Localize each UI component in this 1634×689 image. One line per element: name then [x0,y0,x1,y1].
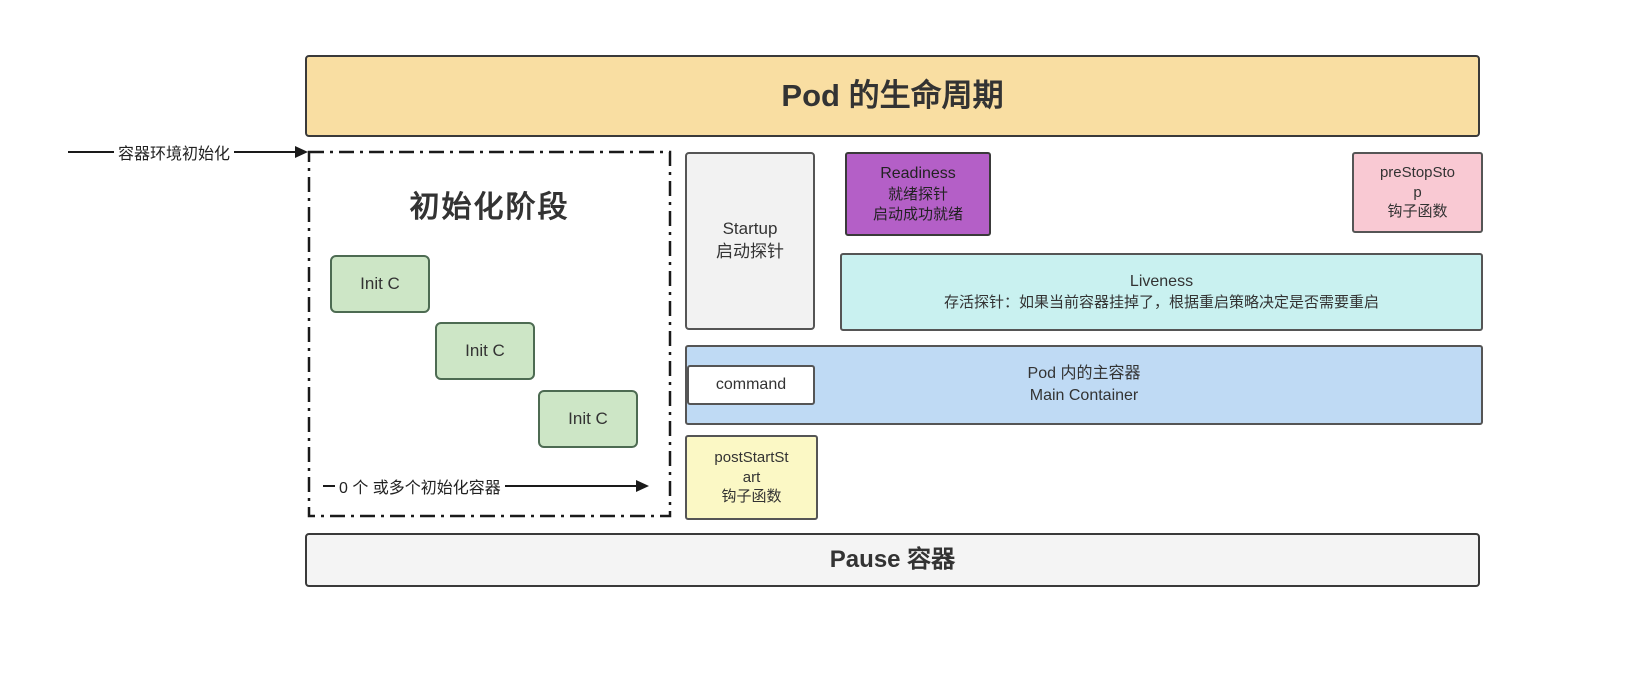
init-phase-box: 初始化阶段 Init C Init C Init C 0 个 或多个初始化容器 [307,150,672,518]
arrow-line [68,151,114,153]
main-container-box: Pod 内的主容器 Main Container [685,345,1483,425]
command-label: command [715,376,787,394]
poststart-line3: 钩子函数 [721,488,782,506]
arrow-line [234,151,295,153]
arrow-line [323,485,335,487]
title-banner: Pod 的生命周期 [305,55,1480,137]
liveness-line1: Liveness [1129,273,1194,291]
liveness-line2: 存活探针：如果当前容器挂掉了，根据重启策略决定是否需要重启 [943,293,1379,311]
main-container-line1: Pod 内的主容器 [1027,365,1141,383]
arrow-line [504,485,636,487]
main-container-line2: Main Container [1029,387,1139,404]
command-box: command [687,365,815,405]
env-init-arrow: 容器环境初始化 [68,141,308,163]
prestop-line3: 钩子函数 [1387,203,1448,221]
init-phase-dash-border-icon [307,150,672,518]
init-container-label: Init C [568,409,608,428]
liveness-probe-box: Liveness 存活探针：如果当前容器挂掉了，根据重启策略决定是否需要重启 [840,253,1483,331]
startup-line2: 启动探针 [716,242,784,261]
prestop-hook-box: preStopSto p 钩子函数 [1352,152,1483,233]
diagram-title: Pod 的生命周期 [781,78,1004,114]
init-container-label: Init C [360,274,400,293]
readiness-probe-box: Readiness 就绪探针 启动成功就绪 [845,152,991,236]
init-phase-title: 初始化阶段 [409,191,570,224]
env-init-label: 容器环境初始化 [118,146,231,163]
init-container-1: Init C [330,255,430,313]
startup-probe-box: Startup 启动探针 [685,152,815,330]
readiness-line1: Readiness [880,164,956,182]
poststart-line1: postStartSt [714,449,789,467]
init-count-label: 0 个 或多个初始化容器 [339,480,501,497]
readiness-line3: 启动成功就绪 [872,205,963,223]
init-container-label: Init C [465,341,505,360]
prestop-line2: p [1413,183,1422,201]
pause-container-label: Pause 容器 [829,545,956,573]
prestop-line1: preStopSto [1379,164,1456,182]
init-container-2: Init C [435,322,535,380]
startup-line1: Startup [722,219,778,239]
poststart-hook-box: postStartSt art 钩子函数 [685,435,818,520]
init-count-arrow: 0 个 或多个初始化容器 [323,475,649,497]
arrow-head-icon [295,146,308,158]
pause-container-box: Pause 容器 [305,533,1480,587]
arrow-head-icon [636,480,649,492]
readiness-line2: 就绪探针 [887,185,948,203]
init-container-3: Init C [538,390,638,448]
poststart-line2: art [742,468,761,486]
